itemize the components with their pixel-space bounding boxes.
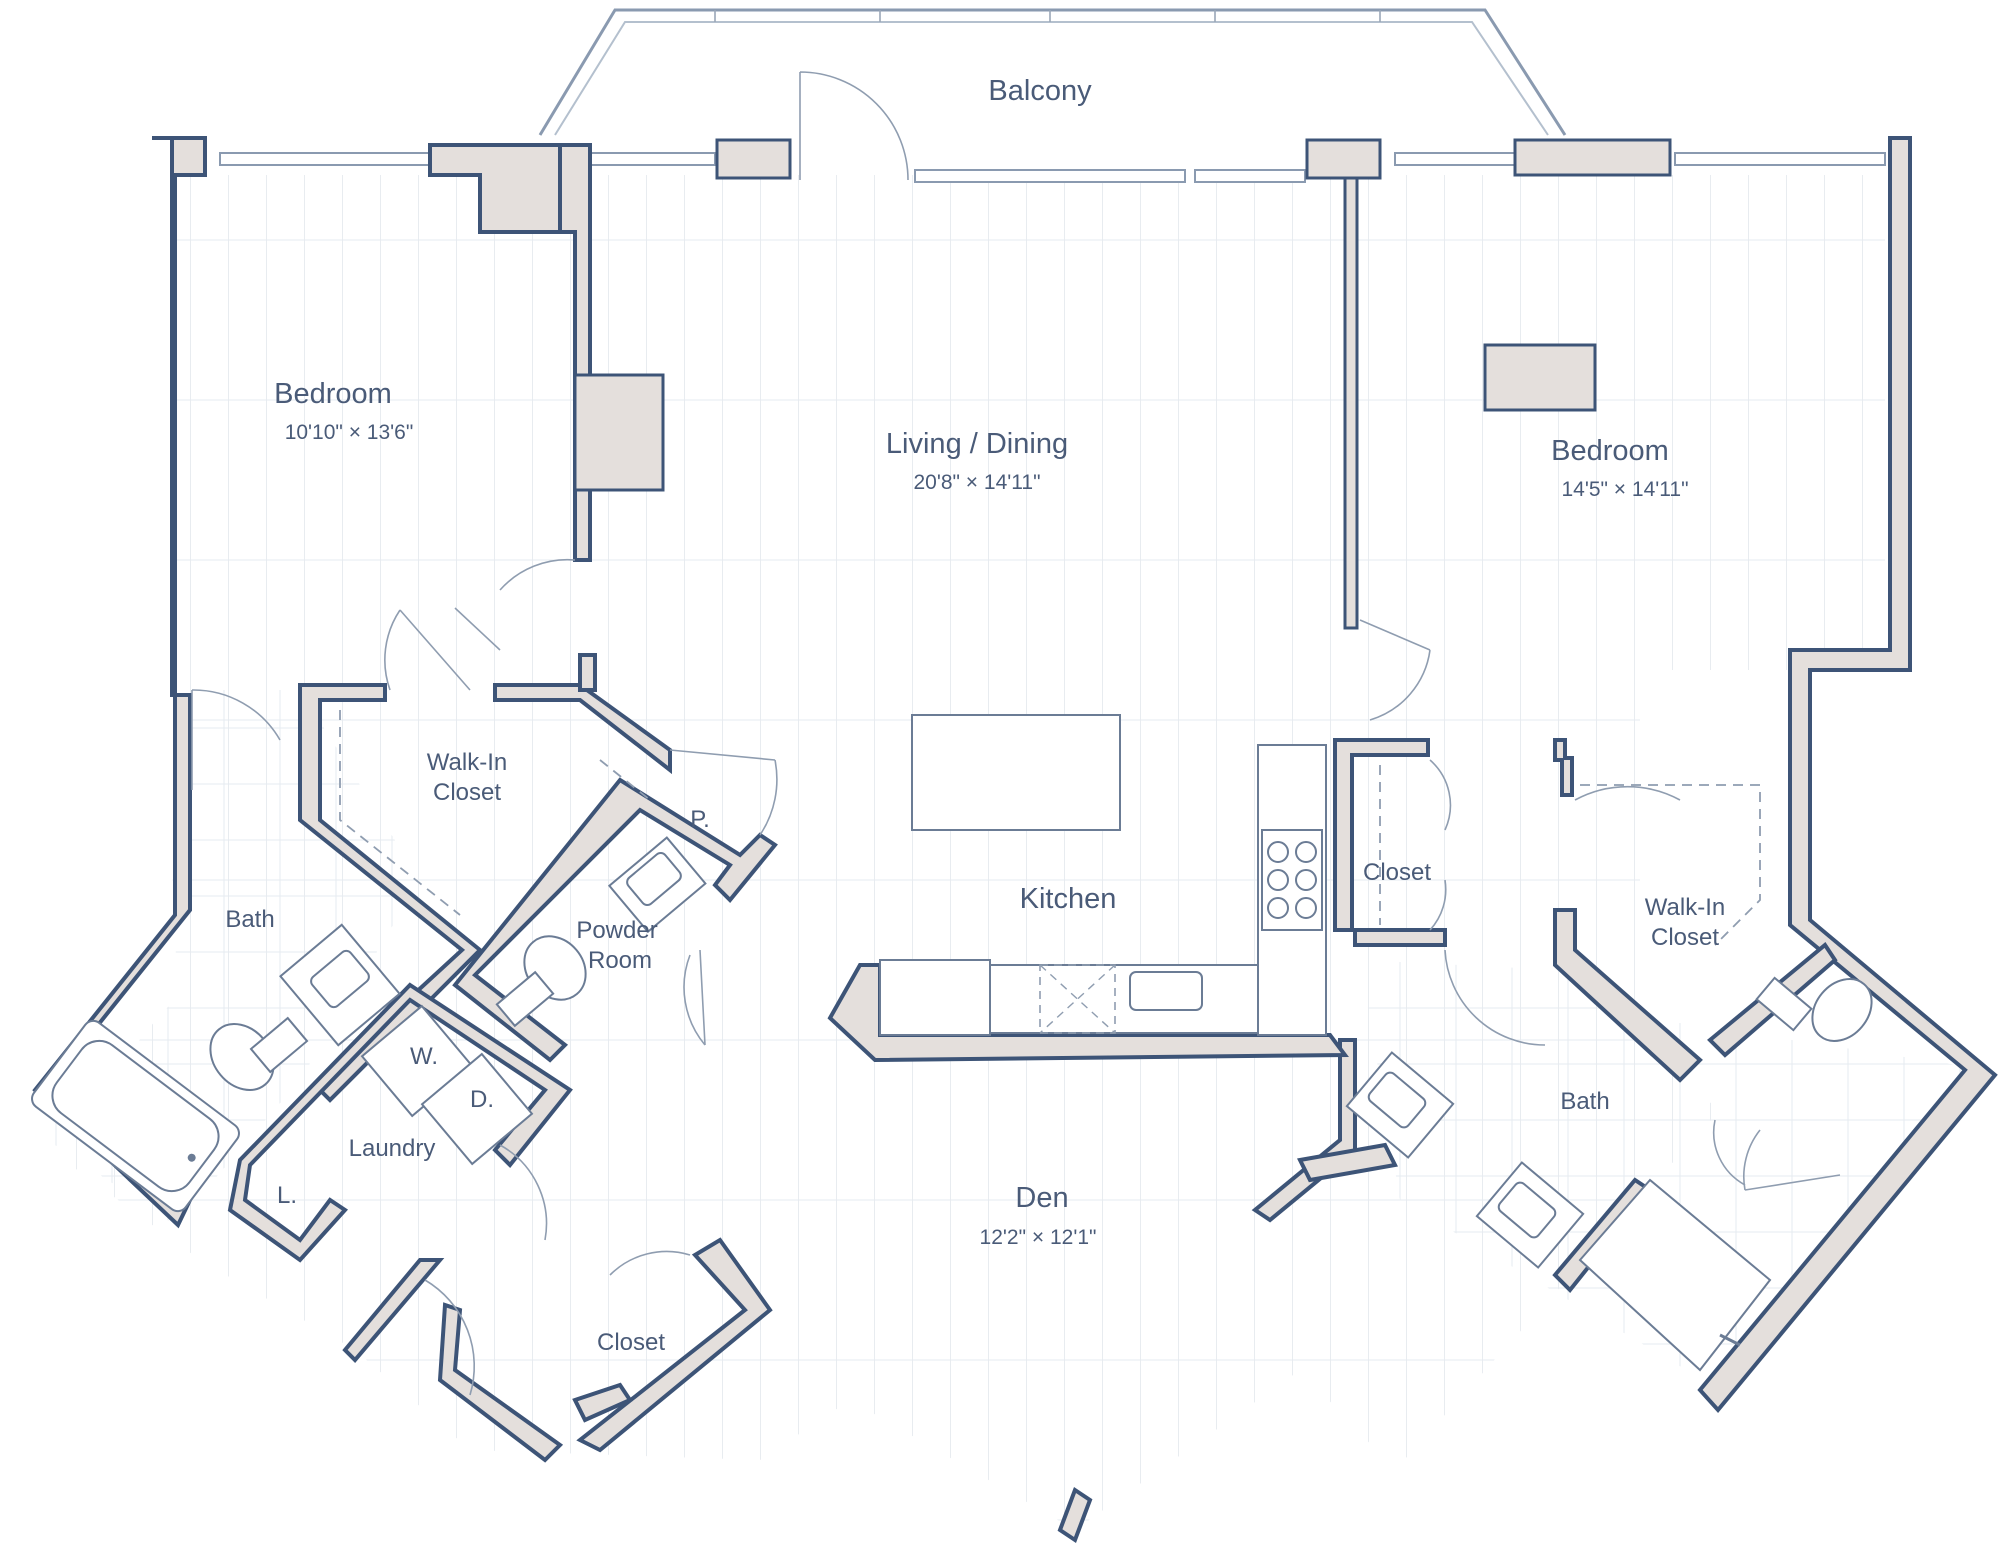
kitchen-island — [911, 714, 1121, 831]
bedroom-right-dims: 14'5" × 14'11" — [1561, 478, 1688, 501]
kitchen-fixtures — [879, 714, 1327, 1036]
room-labels: Balcony Bedroom 10'10" × 13'6" Living / … — [225, 75, 1725, 1356]
pantry-label: P. — [690, 806, 710, 833]
dryer — [420, 1052, 534, 1166]
doors — [191, 71, 1841, 1396]
walkin-right-line1: Walk-In — [1645, 894, 1725, 921]
washer-label: W. — [410, 1043, 438, 1070]
powder-room-line1: Powder — [576, 917, 657, 944]
kitchen-sink — [1129, 971, 1203, 1011]
living-dining-name: Living / Dining — [886, 428, 1068, 460]
bedroom-left-dims: 10'10" × 13'6" — [285, 421, 414, 444]
kitchen-label: Kitchen — [1020, 883, 1117, 915]
bedroom-right-name: Bedroom — [1551, 435, 1669, 467]
cooktop — [1261, 829, 1323, 931]
balcony-label: Balcony — [988, 75, 1092, 107]
powder-room-line2: Room — [588, 947, 652, 974]
bath-left-label: Bath — [225, 906, 274, 933]
walkin-left-line2: Closet — [433, 779, 501, 806]
den-name: Den — [1015, 1182, 1068, 1214]
den-dims: 12'2" × 12'1" — [980, 1226, 1097, 1249]
refrigerator — [879, 959, 991, 1036]
kitchen-counter — [989, 964, 1259, 1034]
walls — [32, 136, 1998, 1544]
bath-right-label: Bath — [1560, 1088, 1609, 1115]
bedroom-left-name: Bedroom — [274, 378, 392, 410]
closet-den-label: Closet — [597, 1329, 665, 1356]
bath-fixtures — [31, 836, 1873, 1372]
balcony — [538, 8, 1567, 136]
closet-center-label: Closet — [1363, 859, 1431, 886]
walkin-left-line1: Walk-In — [427, 749, 507, 776]
living-dining-dims: 20'8" × 14'11" — [913, 471, 1040, 494]
linen-label: L. — [277, 1182, 297, 1209]
laundry-label: Laundry — [349, 1135, 436, 1162]
walkin-right-line2: Closet — [1651, 924, 1719, 951]
dryer-label: D. — [470, 1086, 494, 1113]
